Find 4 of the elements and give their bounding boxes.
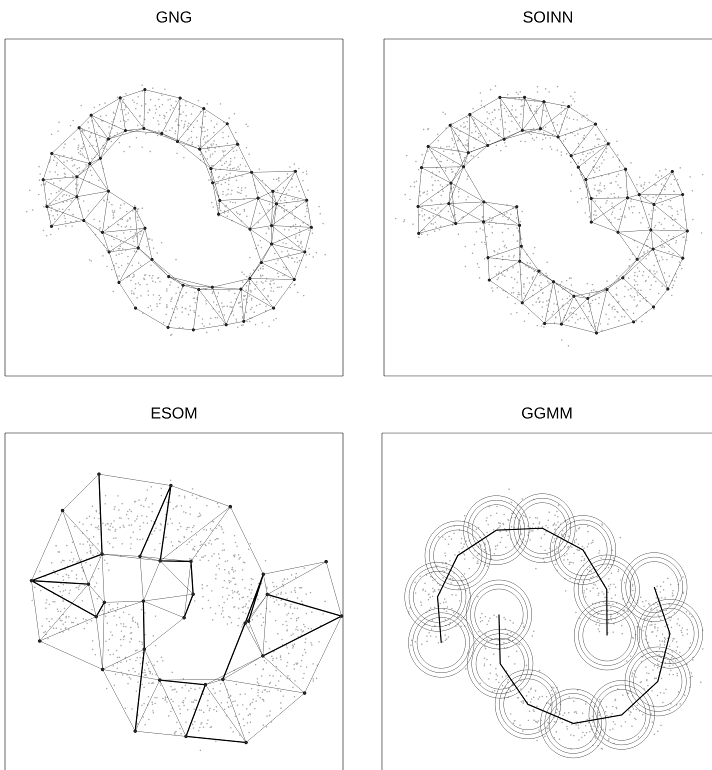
panel-title: GGMM (522, 407, 572, 419)
panel-title: ESOM (152, 407, 196, 419)
panel-title: SOINN (523, 11, 572, 23)
panel-title: GNG (156, 11, 192, 23)
